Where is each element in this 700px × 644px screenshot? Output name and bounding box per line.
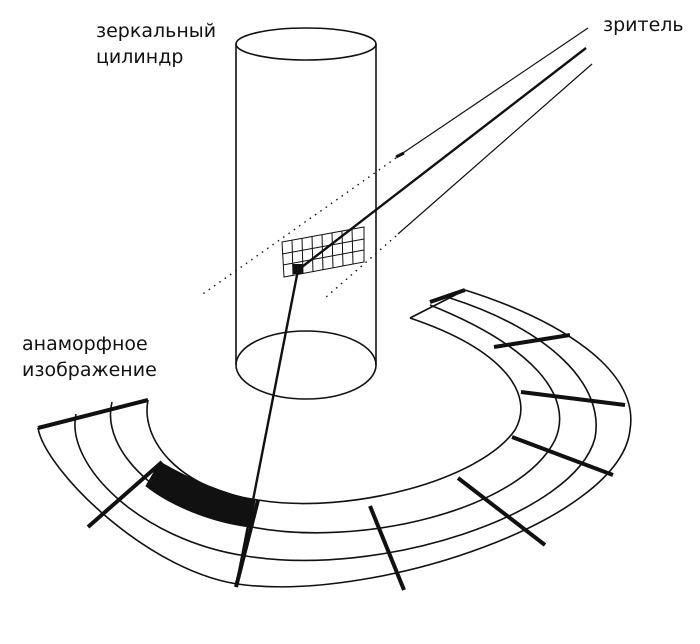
mirror-cylinder-label: зеркальный цилиндр — [96, 18, 216, 70]
mirror-cylinder-label-line-1: зеркальный — [96, 20, 217, 42]
ring-outer-right — [244, 289, 632, 588]
ring-arc-1 — [109, 304, 561, 534]
ring-inner-right — [257, 317, 522, 505]
sight-line-upper-tick — [395, 151, 405, 159]
divider-3 — [368, 505, 406, 591]
cylinder-top — [235, 27, 377, 61]
grid-row-line — [282, 249, 365, 266]
sight-line-lower — [397, 63, 593, 235]
divider-left-end — [37, 398, 149, 430]
ring-outer-left — [37, 427, 246, 586]
mirror-cylinder — [235, 27, 377, 400]
anamorphic-ring — [37, 289, 632, 588]
cylinder-bottom — [235, 330, 377, 400]
sight-line-lower-dotted — [324, 235, 397, 299]
sight-line-upper — [399, 27, 589, 156]
grid-col-line — [331, 232, 334, 269]
grid-col-line — [351, 228, 354, 265]
divider-8 — [429, 288, 466, 304]
light-rays — [199, 27, 593, 588]
grid-col-line — [291, 239, 294, 276]
anamorphic-image-label: анаморфное изображение — [22, 331, 157, 383]
divider-6 — [520, 390, 626, 407]
ring-arc-2 — [74, 297, 597, 562]
grid-row-line — [281, 238, 365, 255]
ring-highlighted-cell — [145, 461, 256, 528]
mirror-cylinder-label-line-2: цилиндр — [96, 46, 184, 68]
sight-line-upper-dotted — [199, 157, 397, 297]
ray-mirror-to-image — [234, 269, 300, 588]
ring-dividers — [37, 288, 626, 591]
anamorphic-image-label-line-1: анаморфное — [22, 333, 148, 355]
divider-1 — [86, 460, 164, 529]
grid-col-line — [311, 235, 314, 273]
anamorphic-image-label-line-2: изображение — [22, 359, 157, 381]
divider-7 — [493, 333, 571, 349]
ray-viewer-to-mirror — [297, 47, 587, 271]
divider-5 — [511, 435, 614, 477]
divider-4 — [456, 476, 547, 547]
viewer-label: зритель — [603, 14, 684, 36]
